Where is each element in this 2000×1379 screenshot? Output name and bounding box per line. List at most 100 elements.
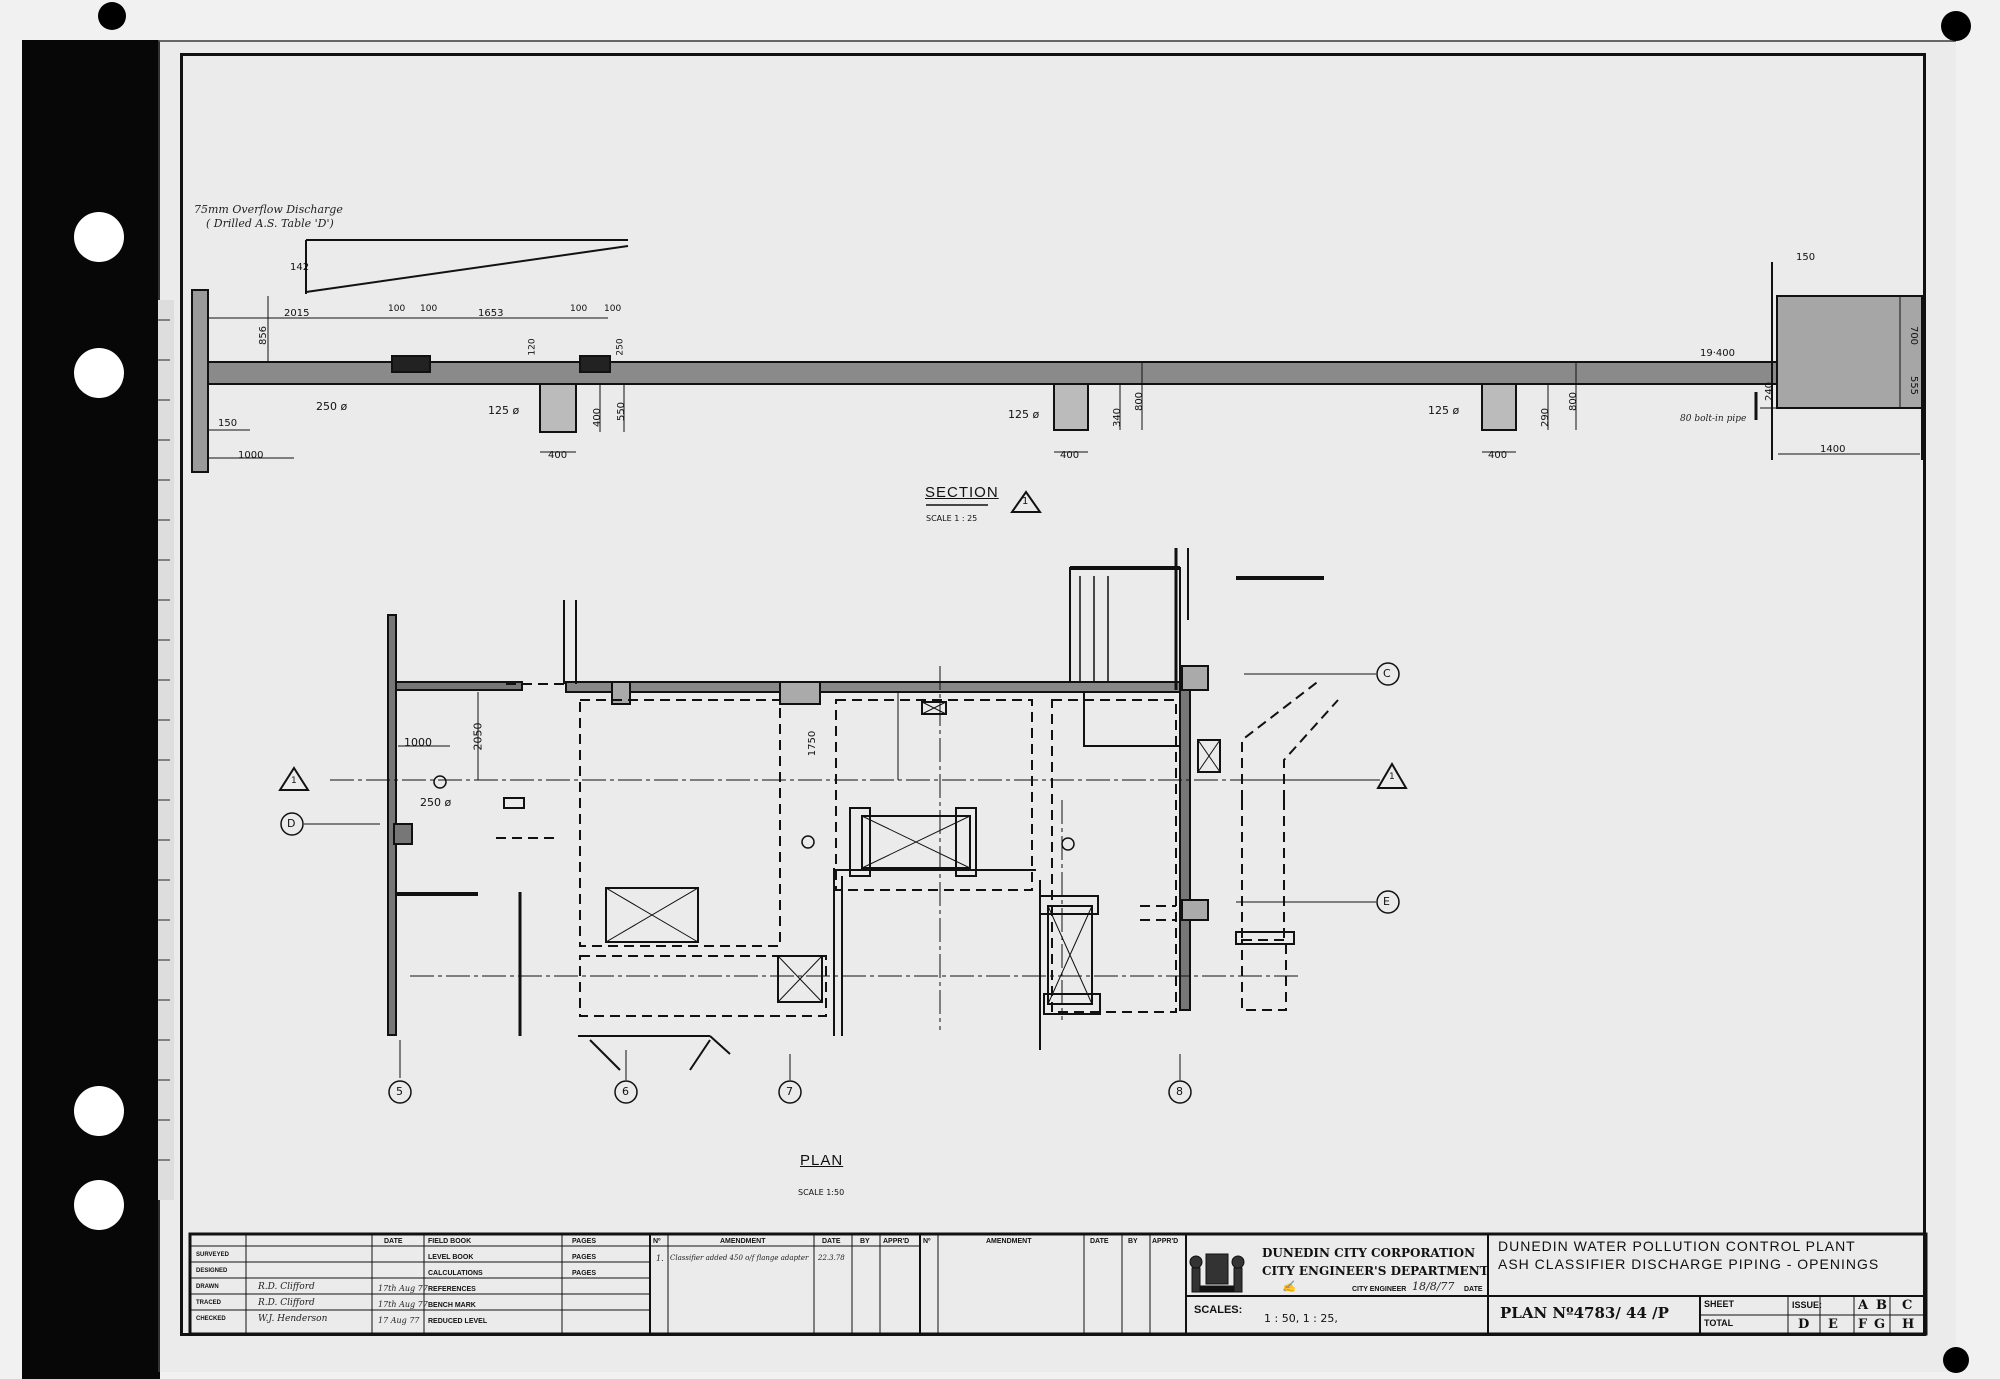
tb-header-date: DATE xyxy=(384,1238,403,1245)
dim-100c: 100 xyxy=(570,304,588,314)
issue-letter-c: C xyxy=(1902,1298,1913,1313)
title-block-frame xyxy=(188,1232,1928,1336)
plan-dim-250-dia: 250 ø xyxy=(420,796,452,809)
punch-hole xyxy=(74,1086,124,1136)
issue-letter-g: G xyxy=(1874,1317,1886,1332)
traced-date: 17th Aug 77 xyxy=(378,1300,428,1309)
section-view xyxy=(191,239,1923,473)
tb-header-pages: PAGES xyxy=(572,1238,596,1245)
issue-letter-b: B xyxy=(1876,1298,1887,1313)
tb-row-reduced-level: REDUCED LEVEL xyxy=(428,1318,488,1325)
tb-row-level-book: LEVEL BOOK xyxy=(428,1254,474,1261)
dim-100a: 100 xyxy=(388,304,406,314)
amendment-1-date: 22.3.78 xyxy=(818,1254,845,1262)
plan-section-mark-left: 1 xyxy=(291,776,297,786)
tb-row-pages3: PAGES xyxy=(572,1270,596,1277)
tb-header-field-book: FIELD BOOK xyxy=(428,1238,472,1245)
tb-row-bench-mark: BENCH MARK xyxy=(428,1302,476,1309)
tb-header-by2: BY xyxy=(1128,1238,1138,1245)
dim-400b: 400 xyxy=(1060,450,1080,461)
plan-number: PLAN Nº4783/ 44 /P xyxy=(1500,1304,1669,1322)
punch-hole xyxy=(74,1180,124,1230)
dim-120: 120 xyxy=(527,338,538,356)
tb-row-surveyed: SURVEYED xyxy=(196,1252,229,1258)
tb-row-traced: TRACED xyxy=(196,1300,221,1306)
amendment-1-text: Classifier added 450 o/f flange adapter xyxy=(670,1254,809,1262)
tb-header-apprd: APPR'D xyxy=(883,1238,910,1245)
plan-scale: SCALE 1:50 xyxy=(798,1188,845,1197)
drawn-date: 17th Aug 77 xyxy=(378,1284,428,1293)
dim-125-dia-b: 125 ø xyxy=(1008,408,1040,421)
dim-400a: 400 xyxy=(548,450,568,461)
drawn-by-signature: R.D. Clifford xyxy=(258,1282,315,1292)
section-marker-number: 1 xyxy=(1022,496,1029,507)
issue-letter-d: D xyxy=(1798,1317,1810,1332)
dim-125-dia-c: 125 ø xyxy=(1428,404,1460,417)
film-strip xyxy=(22,40,160,1379)
checked-by-signature: W.J. Henderson xyxy=(258,1314,328,1324)
grid-label-7: 7 xyxy=(786,1085,793,1098)
drawing-sheet xyxy=(158,40,1956,1372)
plan-title: PLAN xyxy=(800,1152,844,1169)
dim-150: 150 xyxy=(218,418,238,429)
dim-125-dia-a: 125 ø xyxy=(488,404,520,417)
total-label: TOTAL xyxy=(1704,1318,1734,1328)
issue-letter-e: E xyxy=(1828,1317,1838,1332)
grid-label-c: C xyxy=(1383,667,1391,680)
tb-row-calculations: CALCULATIONS xyxy=(428,1270,483,1277)
tb-row-references: REFERENCES xyxy=(428,1286,476,1293)
plan-dim-1750: 1750 xyxy=(807,730,819,757)
project-title: DUNEDIN WATER POLLUTION CONTROL PLANT xyxy=(1498,1238,1856,1254)
tb-header-no: Nº xyxy=(653,1238,661,1245)
section-marker-triangle xyxy=(1010,490,1042,513)
pipe-note: 80 bolt-in pipe xyxy=(1680,414,1747,424)
issue-letter-f: F xyxy=(1858,1317,1868,1332)
dim-340: 340 xyxy=(1112,407,1124,428)
overflow-note-line1: 75mm Overflow Discharge xyxy=(194,203,343,216)
tb-row-designed: DESIGNED xyxy=(196,1268,228,1274)
tb-header-amend-date: DATE xyxy=(822,1238,841,1245)
dim-555: 555 xyxy=(1908,375,1920,396)
dim-1400: 1400 xyxy=(1820,444,1846,455)
dim-240: 240 xyxy=(1764,381,1776,402)
dim-400c: 400 xyxy=(1488,450,1508,461)
dim-700: 700 xyxy=(1908,325,1920,346)
dim-19400: 19·400 xyxy=(1700,348,1735,359)
plan-section-mark-right: 1 xyxy=(1389,772,1395,782)
tb-row-drawn: DRAWN xyxy=(196,1284,219,1290)
dim-2015: 2015 xyxy=(284,308,310,319)
dim-150-right: 150 xyxy=(1796,252,1816,263)
scales-label: SCALES: xyxy=(1194,1304,1243,1316)
sheet-label: SHEET xyxy=(1704,1299,1735,1309)
grid-label-e: E xyxy=(1383,895,1390,908)
organisation-name: DUNEDIN CITY CORPORATION xyxy=(1262,1246,1476,1260)
dim-142: 142 xyxy=(290,262,310,273)
department-name: CITY ENGINEER'S DEPARTMENT xyxy=(1262,1264,1489,1278)
city-engineer-label: CITY ENGINEER xyxy=(1352,1286,1407,1293)
city-crest-icon xyxy=(1189,1253,1245,1293)
plan-view xyxy=(278,548,1408,1104)
section-title: SECTION xyxy=(925,484,999,501)
issue-letter-h: H xyxy=(1902,1317,1915,1332)
scale-ruler xyxy=(158,300,174,1200)
section-scale: SCALE 1 : 25 xyxy=(926,514,978,523)
issue-label: ISSUE: xyxy=(1792,1300,1823,1310)
tb-header-apprd2: APPR'D xyxy=(1152,1238,1179,1245)
tb-header-no2: Nº xyxy=(923,1238,931,1245)
dim-100b: 100 xyxy=(420,304,438,314)
scales-value: 1 : 50, 1 : 25, xyxy=(1264,1312,1338,1325)
grid-label-8: 8 xyxy=(1176,1085,1183,1098)
checked-date: 17 Aug 77 xyxy=(378,1316,420,1325)
tb-header-amendment: AMENDMENT xyxy=(720,1238,766,1245)
dim-1000: 1000 xyxy=(238,450,264,461)
dim-100d: 100 xyxy=(604,304,622,314)
dim-250: 250 xyxy=(615,338,626,356)
date-label: DATE xyxy=(1464,1286,1483,1293)
grid-label-6: 6 xyxy=(622,1085,629,1098)
issue-letter-a: A xyxy=(1858,1298,1869,1313)
grid-label-d: D xyxy=(287,817,296,830)
traced-by-signature: R.D. Clifford xyxy=(258,1298,315,1308)
tb-header-amend-date2: DATE xyxy=(1090,1238,1109,1245)
tb-header-by: BY xyxy=(860,1238,870,1245)
